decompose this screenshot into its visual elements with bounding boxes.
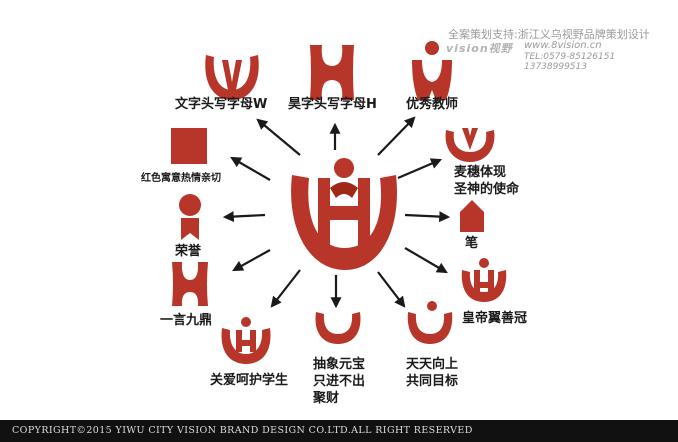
- teacher-figure-icon: [412, 41, 452, 100]
- arrow-care: [270, 269, 301, 308]
- label-red: 红色寓意热情亲切: [141, 173, 221, 184]
- wheat-ear-icon-inner: [462, 128, 478, 150]
- crown-icon: [461, 258, 507, 302]
- support-credit: 全案策划支持:浙江义乌视野品牌策划设计: [448, 28, 650, 41]
- letter-h-icon: [310, 45, 354, 100]
- wheat-ear-icon: [445, 130, 495, 162]
- label-goal: 天天向上 共同目标: [406, 357, 459, 389]
- arrows: [222, 116, 451, 309]
- red-square-icon: [171, 128, 207, 164]
- arrow-tripod: [232, 249, 271, 272]
- label-teacher: 优秀教师: [406, 97, 459, 112]
- arrow-honor: [222, 211, 266, 223]
- copyright-bar: COPYRIGHT©2015 YIWU CITY VISION BRAND DE…: [0, 420, 678, 442]
- arrow-teacher: [377, 116, 416, 156]
- arrow-pen: [404, 211, 451, 223]
- pen-tip-icon: [460, 200, 484, 232]
- label-crown: 皇帝翼善冠: [462, 311, 528, 326]
- tripod-icon: [172, 262, 208, 306]
- letter-w-icon: [205, 55, 259, 100]
- cornucopia-icon: [315, 312, 361, 344]
- copyright-text: COPYRIGHT©2015 YIWU CITY VISION BRAND DE…: [12, 425, 473, 436]
- arrow-crown: [404, 247, 448, 274]
- caring-hands-icon: [221, 317, 271, 364]
- arrow-wheat: [397, 158, 443, 180]
- medal-icon: [179, 194, 201, 240]
- label-tripod: 一言九鼎: [160, 313, 213, 328]
- label-wealth: 抽象元宝 只进不出 聚财: [313, 357, 366, 406]
- label-w-letter: 文字头写字母W: [175, 97, 268, 112]
- studio-logo: vision视野: [446, 42, 513, 55]
- arrow-goal: [377, 271, 406, 308]
- arrow-red: [230, 156, 271, 181]
- label-pen: 笔: [465, 236, 479, 251]
- studio-tel: TEL:0579-85126151 13738999513: [524, 52, 616, 72]
- letter-w-icon-inner: [222, 60, 242, 90]
- label-honor: 荣誉: [175, 244, 202, 259]
- label-care: 关爱呵护学生: [210, 373, 289, 388]
- flame-wh-emblem-icon: [291, 158, 397, 270]
- studio-url: www.8vision.cn: [524, 40, 602, 51]
- rising-sun-icon: [407, 301, 453, 344]
- arrow-w-letter: [256, 118, 301, 156]
- label-h-letter: 昊字头写字母H: [288, 97, 377, 112]
- label-wheat: 麦穗体现 圣神的使命: [454, 165, 520, 197]
